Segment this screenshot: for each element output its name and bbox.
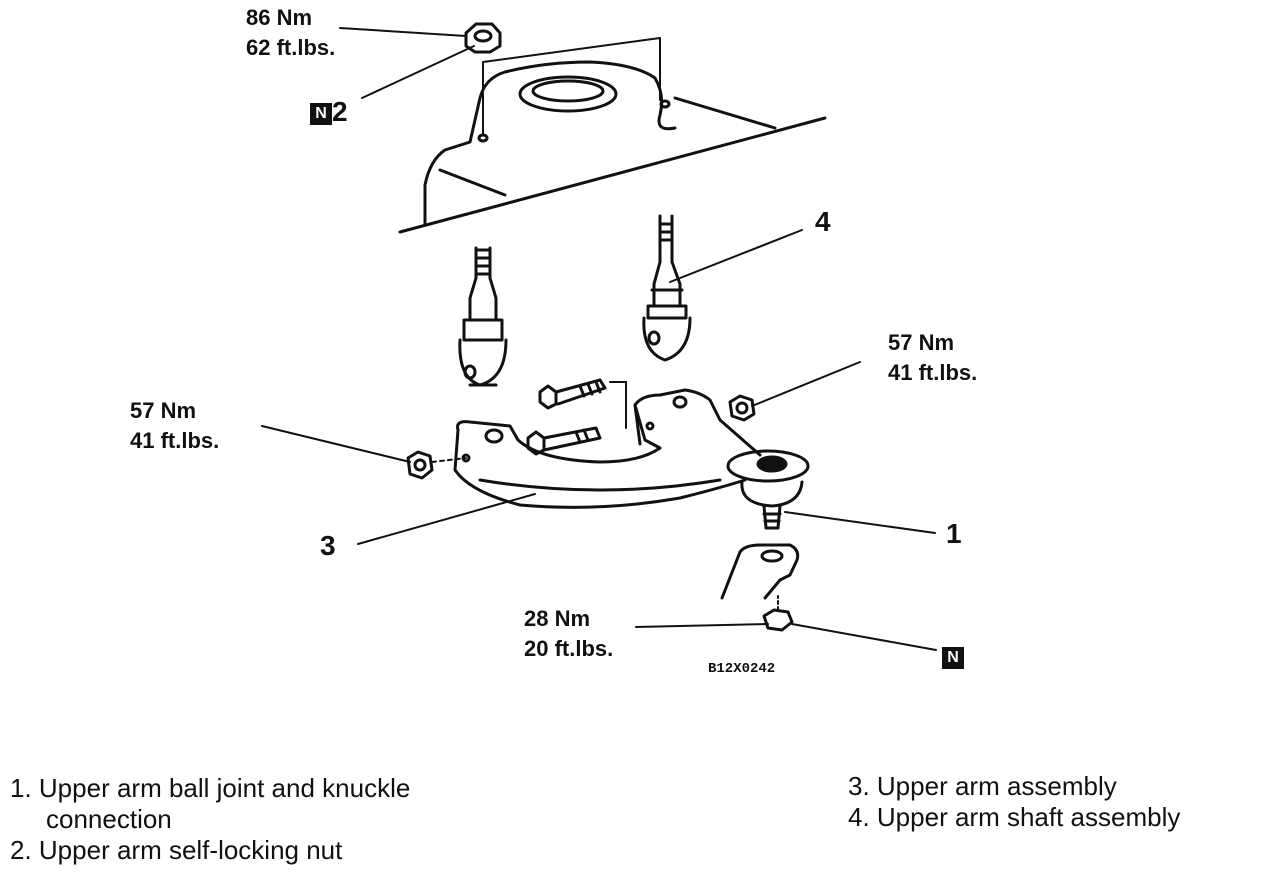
figure-code: B12X0242: [708, 661, 776, 677]
legend-item-1-cont: connection: [46, 804, 172, 834]
legend-item-3: 3. Upper arm assembly: [848, 771, 1117, 801]
torque-bottom-nut-nm: 28 Nm: [524, 606, 591, 631]
callout-3: 3: [320, 530, 336, 561]
torque-left-bolt-ftlbs: 41 ft.lbs.: [130, 428, 220, 453]
legend-item-1: 1. Upper arm ball joint and knuckle: [10, 773, 411, 803]
torque-bottom-nut: 28 Nm 20 ft.lbs.: [524, 604, 613, 664]
callout-2-number: 2: [332, 96, 348, 127]
legend-item-4: 4. Upper arm shaft assembly: [848, 802, 1181, 832]
torque-right-bolt: 57 Nm 41 ft.lbs.: [888, 328, 977, 388]
torque-right-bolt-ftlbs: 41 ft.lbs.: [888, 360, 978, 385]
callout-1: 1: [946, 518, 962, 549]
upper-bolt: [538, 378, 607, 410]
upper-arm: [453, 388, 762, 509]
shaft-assembly-left: [458, 246, 508, 387]
shaft-assembly-right: [642, 214, 692, 362]
torque-left-bolt-nm: 57 Nm: [130, 398, 197, 423]
new-part-symbol: N: [310, 102, 332, 125]
legend-left: 1. Upper arm ball joint and knuckle conn…: [10, 773, 410, 866]
torque-bottom-nut-ftlbs: 20 ft.lbs.: [524, 636, 614, 661]
torque-left-bolt: 57 Nm 41 ft.lbs.: [130, 396, 219, 456]
legend-item-2: 2. Upper arm self-locking nut: [10, 835, 343, 865]
left-nut: [406, 450, 434, 480]
torque-top-nut-ftlbs: 62 ft.lbs.: [246, 35, 336, 60]
leader-lines: [261, 27, 937, 651]
body-mount: [398, 37, 827, 234]
ball-joint: [726, 449, 810, 530]
callout-new-part: N: [942, 640, 964, 672]
legend-right: 3. Upper arm assembly 4. Upper arm shaft…: [848, 771, 1180, 833]
torque-top-nut: 86 Nm 62 ft.lbs.: [246, 3, 335, 63]
right-nut: [728, 394, 756, 422]
lower-bolt: [526, 381, 627, 456]
knuckle: [720, 543, 800, 600]
bottom-nut: [762, 608, 794, 632]
new-part-symbol-bottom: N: [942, 646, 964, 669]
torque-right-bolt-nm: 57 Nm: [888, 330, 955, 355]
torque-top-nut-nm: 86 Nm: [246, 5, 313, 30]
callout-4: 4: [815, 206, 831, 237]
